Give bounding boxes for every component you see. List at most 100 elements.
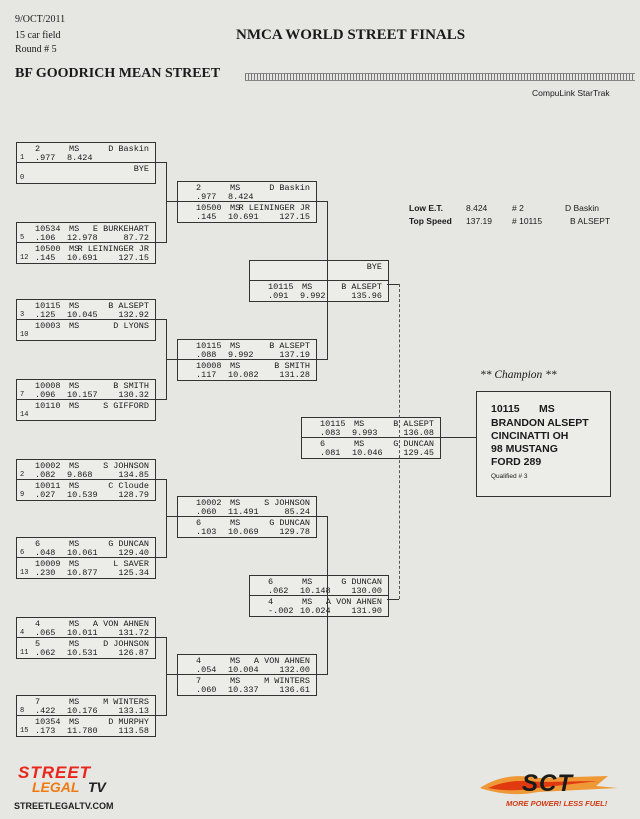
car-number: 6 [320, 439, 326, 449]
reaction-time: .081 [320, 448, 341, 458]
reaction-time: .060 [196, 507, 217, 517]
sct-logo-text: SCT [522, 770, 573, 797]
driver-name: D Baskin [269, 183, 310, 193]
car-number: 6 [35, 539, 41, 549]
speed-mph: 125.34 [118, 568, 149, 578]
bracket-connector [166, 359, 177, 360]
speed-mph: 128.79 [118, 490, 149, 500]
seed-number: 2 [20, 471, 25, 479]
driver-name: G DUNCAN [393, 439, 434, 449]
car-class: MS [69, 224, 80, 234]
bracket-connector [327, 516, 328, 675]
reaction-time: .065 [35, 628, 56, 638]
champion-name: BRANDON ALSEPT [491, 417, 589, 429]
driver-name: S JOHNSON [103, 461, 149, 471]
seed-number: 14 [20, 411, 29, 419]
reaction-time: -.002 [268, 606, 294, 616]
car-class: MS [230, 676, 241, 686]
champion-vehicle: 98 MUSTANG [491, 443, 558, 455]
elapsed-time: 10.877 [67, 568, 98, 578]
champion-qualified: Qualified # 3 [491, 473, 528, 480]
logo-tv-text: TV [88, 779, 106, 795]
car-number: 10354 [35, 717, 61, 727]
bracket-connector [154, 162, 166, 163]
speed-mph: 131.90 [351, 606, 382, 616]
reaction-time: .422 [35, 706, 56, 716]
street-legal-tv-logo: STREET LEGAL TV [14, 763, 134, 797]
speed-mph: 85.24 [284, 507, 310, 517]
sct-tagline: MORE POWER! LESS FUEL! [506, 799, 608, 808]
speed-mph: 132.00 [279, 665, 310, 675]
bracket-connector [166, 479, 167, 558]
bracket-connector [315, 516, 327, 517]
bracket-slot-top: BYE [250, 261, 388, 281]
elapsed-time: 11.491 [228, 507, 259, 517]
speed-mph: 127.15 [118, 253, 149, 263]
field-size: 15 car field [15, 30, 61, 41]
seed-number: 6 [20, 549, 25, 557]
elapsed-time: 10.691 [228, 212, 259, 222]
elapsed-time: 10.004 [228, 665, 259, 675]
car-class: MS [354, 419, 365, 429]
driver-name: B ALSEPT [393, 419, 434, 429]
elapsed-time: 10.045 [67, 310, 98, 320]
seed-number: 8 [20, 707, 25, 715]
seed-number: 5 [20, 234, 25, 242]
flame-icon [480, 776, 618, 795]
car-number: 6 [196, 518, 202, 528]
elapsed-time: 8.424 [67, 153, 93, 163]
low-et-driver: D Baskin [565, 203, 600, 213]
driver-name: B ALSEPT [341, 282, 382, 292]
speed-mph: 113.58 [118, 726, 149, 736]
driver-name: G DUNCAN [269, 518, 310, 528]
car-number: 10008 [35, 381, 61, 391]
car-number: 10115 [35, 301, 61, 311]
top-speed-car: # 10115 [512, 216, 543, 226]
elapsed-time: 11.780 [67, 726, 98, 736]
car-class: MS [302, 282, 313, 292]
elapsed-time: 10.337 [228, 685, 259, 695]
bracket-connector [387, 284, 399, 285]
reaction-time: .173 [35, 726, 56, 736]
speed-mph: 127.15 [279, 212, 310, 222]
bracket-connector [154, 242, 166, 243]
car-class: MS [69, 301, 80, 311]
bracket-connector [315, 201, 327, 202]
car-number: 10011 [35, 481, 61, 491]
seed-number: 7 [20, 391, 25, 399]
speed-mph: 133.13 [118, 706, 149, 716]
car-number: 10500 [196, 203, 222, 213]
low-et-label: Low E.T. [409, 203, 443, 213]
speed-mph: 129.40 [118, 548, 149, 558]
timing-system: CompuLink StarTrak [532, 88, 610, 98]
driver-name: E BURKEHART [92, 224, 149, 234]
seed-number: 10 [20, 331, 29, 339]
driver-name: G DUNCAN [108, 539, 149, 549]
speed-mph: 130.00 [351, 586, 382, 596]
car-number: 10115 [196, 341, 222, 351]
car-class: MS [230, 203, 241, 213]
car-number: 10003 [35, 321, 61, 331]
seed-number: 1 [20, 154, 25, 162]
car-number: 4 [35, 619, 41, 629]
car-number: 10002 [196, 498, 222, 508]
bracket-connector [166, 201, 177, 202]
bracket-connector [154, 319, 166, 320]
sct-logo: SCT MORE POWER! LESS FUEL! [478, 768, 628, 810]
elapsed-time: 10.531 [67, 648, 98, 658]
driver-name: BYE [133, 164, 149, 174]
